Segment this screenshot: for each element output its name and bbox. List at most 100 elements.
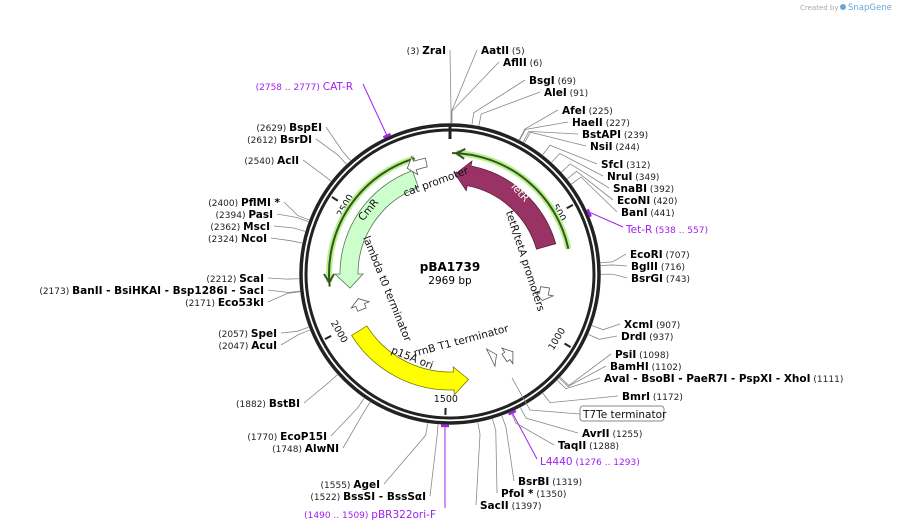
site-label[interactable]: (2047) AcuI <box>218 340 277 352</box>
restriction-site[interactable]: AvrII (1255) <box>582 428 642 440</box>
restriction-site[interactable]: PfoI * (1350) <box>501 488 566 500</box>
restriction-site[interactable]: HaeII (227) <box>572 117 630 129</box>
site-label[interactable]: (2057) SpeI <box>218 328 277 340</box>
cmR-feature[interactable] <box>333 170 420 289</box>
restriction-site[interactable]: BanI (441) <box>621 207 675 219</box>
lambda-terminator-arrow-icon[interactable] <box>350 298 371 312</box>
site-label[interactable]: PsiI (1098) <box>615 349 669 361</box>
restriction-site[interactable]: XcmI (907) <box>624 319 680 331</box>
restriction-site[interactable]: (2400) PflMI * <box>208 197 280 209</box>
restriction-site[interactable]: AatII (5) <box>481 45 525 57</box>
site-label[interactable]: HaeII (227) <box>572 117 630 129</box>
restriction-site[interactable]: BsrGI (743) <box>631 273 690 285</box>
site-label[interactable]: AvrII (1255) <box>582 428 642 440</box>
site-label[interactable]: BmrI (1172) <box>622 391 683 403</box>
restriction-site[interactable]: BmrI (1172) <box>622 391 683 403</box>
primer[interactable]: Tet-R (538 .. 557) <box>586 208 708 236</box>
site-label[interactable]: (2324) NcoI <box>208 233 267 245</box>
restriction-site[interactable]: (1522) BssSI - BssSαI <box>310 491 426 503</box>
site-label[interactable]: AfeI (225) <box>562 105 613 117</box>
restriction-site[interactable]: (2171) Eco53kI <box>185 297 264 309</box>
site-label[interactable]: SnaBI (392) <box>613 183 674 195</box>
restriction-site[interactable]: SacII (1397) <box>480 500 542 512</box>
restriction-site[interactable]: (1748) AlwNI <box>272 443 339 455</box>
site-label[interactable]: AflII (6) <box>503 57 542 69</box>
primer-label[interactable]: (1490 .. 1509) pBR322ori-F <box>304 509 436 521</box>
site-label[interactable]: (2400) PflMI * <box>208 197 280 209</box>
site-label[interactable]: (2540) AclI <box>244 155 299 167</box>
site-label[interactable]: EcoNI (420) <box>617 195 677 207</box>
site-label[interactable]: (2612) BsrDI <box>247 134 312 146</box>
restriction-site[interactable]: AvaI - BsoBI - PaeR7I - PspXI - XhoI (11… <box>604 373 843 385</box>
restriction-site[interactable]: (2629) BspEI <box>256 122 322 134</box>
primer-label[interactable]: (2758 .. 2777) CAT-R <box>256 81 353 93</box>
restriction-site[interactable]: (2057) SpeI <box>218 328 277 340</box>
restriction-site[interactable]: (2394) PasI <box>216 209 273 221</box>
primer-label[interactable]: L4440 (1276 .. 1293) <box>540 456 640 468</box>
restriction-site[interactable]: AflII (6) <box>503 57 542 69</box>
restriction-site[interactable]: BstAPI (239) <box>582 129 648 141</box>
restriction-site[interactable]: (2324) NcoI <box>208 233 267 245</box>
site-label[interactable]: AleI (91) <box>544 87 588 99</box>
site-label[interactable]: SacII (1397) <box>480 500 542 512</box>
site-label[interactable]: AatII (5) <box>481 45 525 57</box>
site-label[interactable]: SfcI (312) <box>601 159 650 171</box>
restriction-site[interactable]: BglII (716) <box>631 261 685 273</box>
restriction-site[interactable]: NruI (349) <box>607 171 659 183</box>
restriction-site[interactable]: DrdI (937) <box>621 331 673 343</box>
site-label[interactable]: (2171) Eco53kI <box>185 297 264 309</box>
site-label[interactable]: BsrGI (743) <box>631 273 690 285</box>
restriction-site[interactable]: EcoRI (707) <box>630 249 690 261</box>
tetR-feature[interactable] <box>454 160 557 250</box>
site-label[interactable]: BsgI (69) <box>529 75 576 87</box>
restriction-site[interactable]: BsgI (69) <box>529 75 576 87</box>
t7te-terminator-arrow-icon[interactable] <box>485 348 497 368</box>
site-label[interactable]: (1555) AgeI <box>321 479 380 491</box>
site-label[interactable]: (1748) AlwNI <box>272 443 339 455</box>
restriction-site[interactable]: AfeI (225) <box>562 105 613 117</box>
restriction-site[interactable]: (3) ZraI <box>407 45 446 57</box>
restriction-site[interactable]: PsiI (1098) <box>615 349 669 361</box>
rrnb-terminator-arrow-icon[interactable] <box>500 347 514 365</box>
restriction-site[interactable]: (1770) EcoP15I <box>247 431 327 443</box>
site-label[interactable]: (2212) ScaI <box>206 273 264 285</box>
restriction-site[interactable]: SfcI (312) <box>601 159 650 171</box>
restriction-site[interactable]: NsiI (244) <box>590 141 640 153</box>
site-label[interactable]: PfoI * (1350) <box>501 488 566 500</box>
restriction-site[interactable]: (2212) ScaI <box>206 273 264 285</box>
restriction-site[interactable]: (2362) MscI <box>210 221 270 233</box>
restriction-site[interactable]: EcoNI (420) <box>617 195 677 207</box>
site-label[interactable]: BanI (441) <box>621 207 675 219</box>
site-label[interactable]: BsrBI (1319) <box>518 476 582 488</box>
restriction-site[interactable]: BsrBI (1319) <box>518 476 582 488</box>
site-label[interactable]: (3) ZraI <box>407 45 446 57</box>
primer[interactable]: (2758 .. 2777) CAT-R <box>256 81 392 139</box>
site-label[interactable]: (2362) MscI <box>210 221 270 233</box>
site-label[interactable]: (2173) BanII - BsiHKAI - Bsp1286I - SacI <box>39 285 264 297</box>
site-label[interactable]: (1770) EcoP15I <box>247 431 327 443</box>
p15a-ori-feature[interactable] <box>351 325 470 396</box>
restriction-site[interactable]: (1555) AgeI <box>321 479 380 491</box>
site-label[interactable]: BglII (716) <box>631 261 685 273</box>
t7te-terminator-label[interactable]: T7Te terminator <box>511 377 667 422</box>
primer[interactable]: L4440 (1276 .. 1293) <box>508 409 640 468</box>
site-label[interactable]: BstAPI (239) <box>582 129 648 141</box>
site-label[interactable]: NruI (349) <box>607 171 659 183</box>
site-label[interactable]: (1522) BssSI - BssSαI <box>310 491 426 503</box>
restriction-site[interactable]: (2540) AclI <box>244 155 299 167</box>
site-label[interactable]: NsiI (244) <box>590 141 640 153</box>
restriction-site[interactable]: (1882) BstBI <box>236 398 300 410</box>
site-label[interactable]: (2394) PasI <box>216 209 273 221</box>
cat-promoter-arrow-icon[interactable] <box>406 155 428 176</box>
restriction-site[interactable]: (2047) AcuI <box>218 340 277 352</box>
restriction-site[interactable]: (2173) BanII - BsiHKAI - Bsp1286I - SacI <box>39 285 264 297</box>
site-label[interactable]: AvaI - BsoBI - PaeR7I - PspXI - XhoI (11… <box>604 373 843 385</box>
site-label[interactable]: (1882) BstBI <box>236 398 300 410</box>
restriction-site[interactable]: SnaBI (392) <box>613 183 674 195</box>
restriction-site[interactable]: TaqII (1288) <box>558 440 619 452</box>
site-label[interactable]: BamHI (1102) <box>610 361 682 373</box>
restriction-site[interactable]: BamHI (1102) <box>610 361 682 373</box>
site-label[interactable]: TaqII (1288) <box>558 440 619 452</box>
site-label[interactable]: (2629) BspEI <box>256 122 322 134</box>
restriction-site[interactable]: (2612) BsrDI <box>247 134 312 146</box>
